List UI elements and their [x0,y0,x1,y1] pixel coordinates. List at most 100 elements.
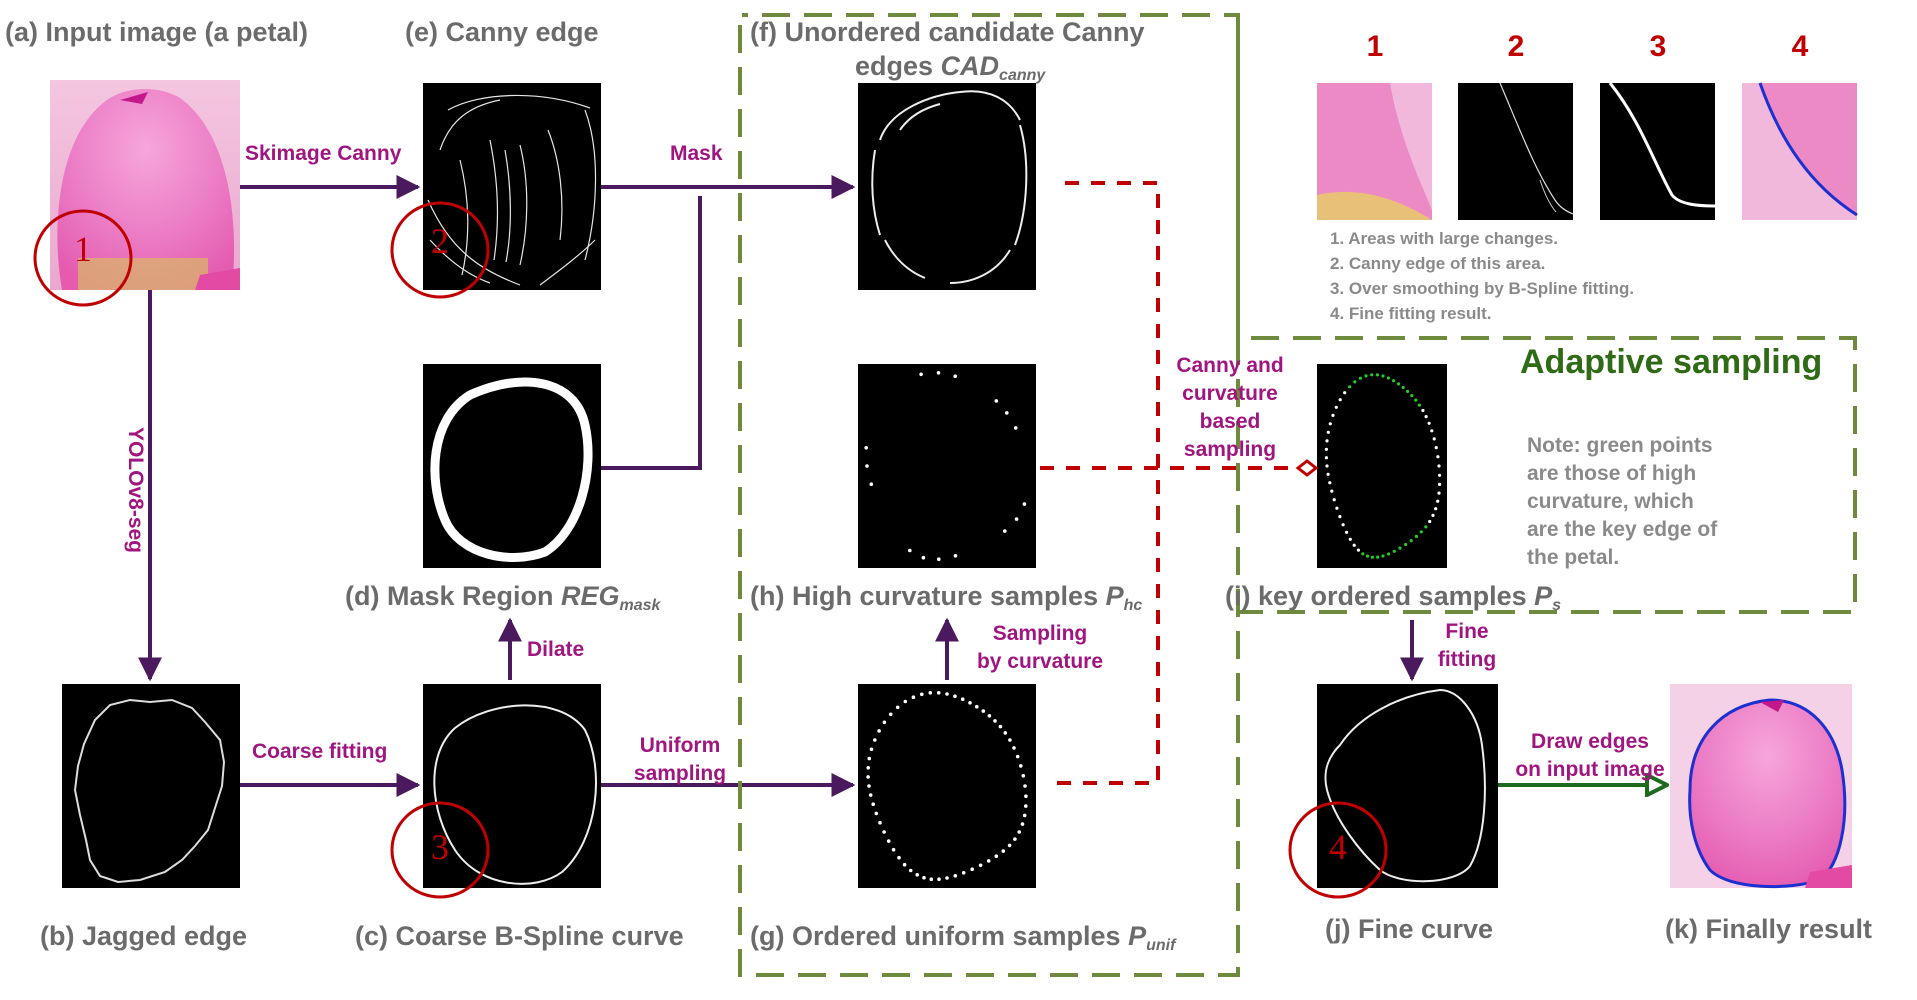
marker-circle-2 [390,201,490,299]
inset-number-2: 2 [1507,30,1525,63]
uniform-sample-point [1022,813,1027,818]
high-curvature-point [869,482,874,487]
marker-circle-3 [390,801,490,899]
uniform-sample-point [882,830,886,834]
key-sample-point [1338,398,1342,402]
key-sample-point [1330,489,1334,493]
high-curvature-point [908,548,912,553]
key-sample-point [1438,482,1442,486]
key-sample-point [1431,513,1435,518]
uniform-sample-point [928,691,933,695]
uniform-sample-point [953,874,958,878]
key-sample-point [1414,398,1418,402]
marker-number-1: 1 [74,229,92,269]
uniform-samples-image [858,684,1036,888]
key-sample-point [1421,408,1425,413]
inset-image-4 [1742,82,1858,220]
high-curvature-samples-image [858,364,1036,568]
input-image [50,80,240,290]
key-sample-point [1436,455,1440,459]
key-sample-point [1370,373,1374,377]
key-sample-point [1328,422,1332,426]
key-sample-point [1348,537,1352,541]
uniform-sample-point [1021,774,1026,778]
key-sample-point [1424,525,1428,529]
uniform-sample-point [1015,754,1020,759]
uniform-sample-point [915,873,919,877]
label-h: (h) High curvature samples Phc [750,581,1143,614]
uniform-sample-point [1008,738,1012,742]
key-sample-point [1326,472,1330,476]
uniform-sample-point [895,705,900,710]
marker-number-2: 2 [431,221,449,261]
key-sample-point [1358,376,1362,380]
key-sample-point [1409,539,1413,543]
key-sample-point [1430,429,1434,433]
uniform-sample-point [891,847,896,852]
key-sample-point [1392,379,1396,383]
uniform-sample-point [868,793,873,797]
inset-image-3 [1600,82,1716,220]
label-k: (k) Finally result [1665,914,1873,944]
key-sample-point [1436,499,1440,503]
jagged-edge-image [62,684,240,888]
uniform-sample-point [929,877,934,881]
key-sample-point [1437,464,1441,468]
uniform-sample-point [911,695,916,699]
uniform-sample-point [994,854,999,858]
key-sample-point [1325,439,1329,443]
key-sample-point [1417,403,1421,407]
key-sample-point [1345,530,1349,534]
inset-number-3: 3 [1649,30,1667,63]
uniform-sample-point [871,802,875,806]
uniform-sample-point [987,714,992,718]
marker-number-4: 4 [1329,827,1347,867]
key-sample-point [1381,554,1385,558]
fine-curve-image [1317,684,1498,888]
uniform-sample-point [1001,849,1006,853]
uniform-sample-point [1012,746,1016,750]
uniform-sample-point [968,701,972,705]
key-sample-point [1437,491,1441,495]
key-sample-point [1370,555,1374,559]
key-sample-point [1406,389,1410,393]
key-sample-point [1424,415,1428,419]
uniform-sample-point [1020,822,1025,826]
key-sample-point [1328,481,1332,485]
inset-note-2: 2. Canny edge of this area. [1330,254,1546,273]
key-sample-point [1324,456,1328,460]
connector-mask-region [601,196,702,470]
high-curvature-point [994,399,999,403]
coarse-bspline-image [423,684,601,888]
key-sample-point [1396,382,1401,386]
key-sample-point [1364,374,1368,378]
high-curvature-point [1005,411,1009,415]
label-f-line1: (f) Unordered candidate Canny [750,17,1145,47]
uniform-sample-point [1019,764,1023,768]
key-sample-point [1381,374,1385,378]
inset-note-4: 4. Fine fitting result. [1330,304,1492,323]
uniform-sample-point [960,697,965,701]
uniform-sample-point [908,868,913,873]
high-curvature-point [1013,426,1018,430]
key-sample-point [1334,405,1338,409]
key-sample-point [1348,385,1352,389]
uniform-sample-point [978,863,983,868]
uniform-sample-point [1013,837,1017,841]
uniform-sample-point [945,876,949,880]
uniform-sample-point [866,775,870,779]
uniform-sample-point [873,738,877,742]
high-curvature-point [936,371,941,375]
uniform-sample-point [1023,784,1027,788]
label-c: (c) Coarse B-Spline curve [355,921,684,951]
high-curvature-point [953,554,958,558]
uniform-sample-point [867,756,872,761]
high-curvature-point [864,446,868,450]
uniform-sample-point [897,855,901,860]
uniform-sample-point [867,784,871,788]
marker-circle-1 [33,209,133,307]
